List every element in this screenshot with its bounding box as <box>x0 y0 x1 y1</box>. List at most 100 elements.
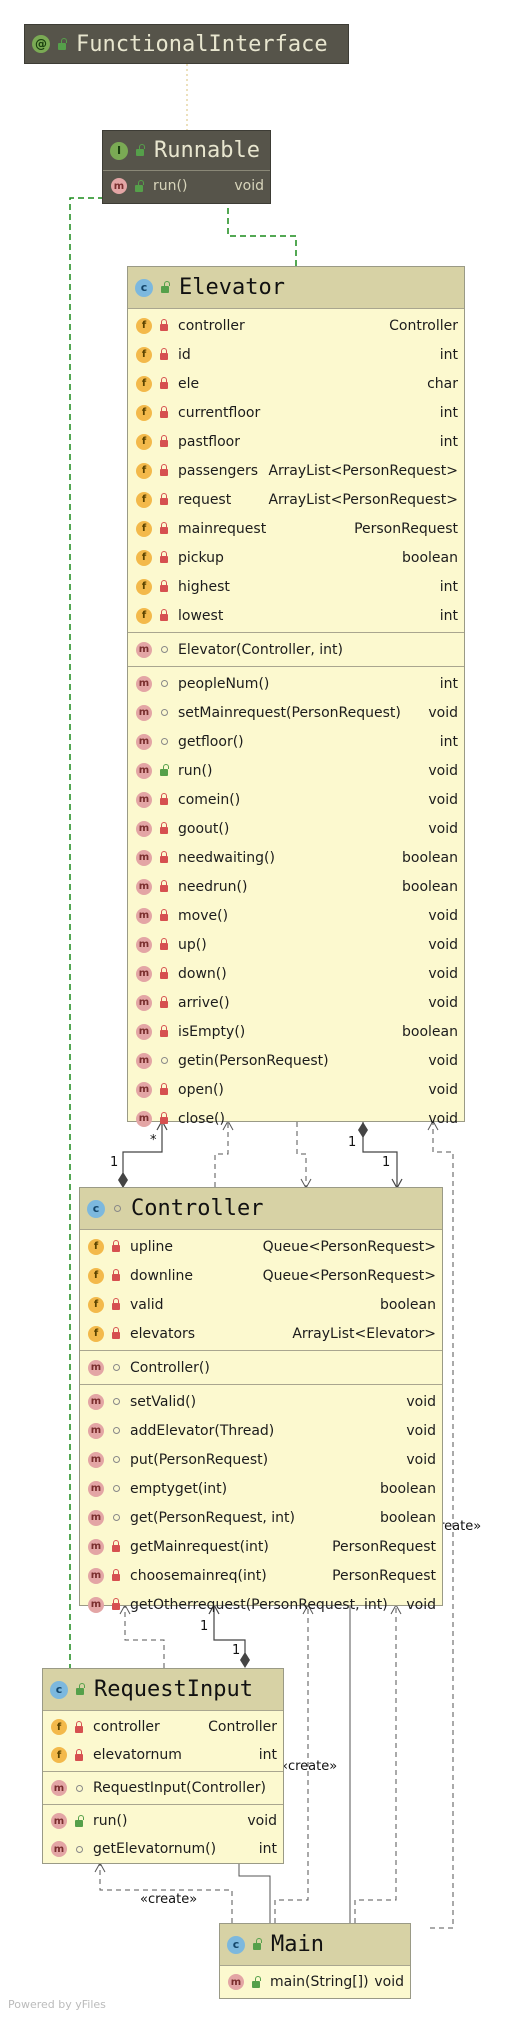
method-name: getfloor() <box>178 733 244 750</box>
field-type: int <box>439 404 458 421</box>
field-name: mainrequest <box>178 520 267 537</box>
method-icon: m <box>88 1509 104 1526</box>
class-icon: c <box>50 1680 68 1699</box>
multiplicity-one: 1 <box>232 1643 241 1658</box>
private-lock-icon <box>157 522 171 534</box>
class-functionalinterface[interactable]: @ FunctionalInterface <box>24 24 349 64</box>
class-header: c Main <box>220 1924 410 1966</box>
method-type: void <box>406 1422 436 1439</box>
field-type: int <box>439 346 458 363</box>
method-icon: m <box>88 1480 104 1497</box>
method-icon: m <box>88 1567 104 1584</box>
field-icon: f <box>136 491 152 508</box>
dependency-main-requestinput <box>238 1864 271 1923</box>
package-visibility-icon <box>110 1205 124 1212</box>
package-visibility-icon <box>72 1845 86 1853</box>
package-visibility-icon <box>109 1427 123 1434</box>
public-lock-icon <box>132 179 146 192</box>
class-main[interactable]: c Main m main(String[]) void <box>219 1923 411 1999</box>
method-icon: m <box>136 1081 152 1098</box>
method-row[interactable]: m main(String[]) void <box>220 1968 410 1996</box>
method-type: void <box>428 1052 458 1069</box>
class-runnable[interactable]: I Runnable m run() void <box>102 130 271 204</box>
class-header: c Elevator <box>128 267 464 309</box>
method-icon: m <box>136 907 152 924</box>
method-icon: m <box>136 878 152 895</box>
method-type: void <box>406 1451 436 1468</box>
field-icon: f <box>136 317 152 334</box>
method-name: goout() <box>178 820 230 837</box>
method-name: run() <box>178 762 213 779</box>
field-name: elevators <box>130 1325 196 1342</box>
field-icon: f <box>136 549 152 566</box>
class-name: FunctionalInterface <box>76 31 328 57</box>
field-type: int <box>439 578 458 595</box>
method-name: arrive() <box>178 994 230 1011</box>
class-name: Runnable <box>154 138 260 163</box>
method-type: int <box>439 675 458 692</box>
method-icon: m <box>136 762 152 779</box>
package-visibility-icon <box>72 1784 86 1792</box>
private-lock-icon <box>157 464 171 476</box>
method-name: get(PersonRequest, int) <box>130 1509 295 1526</box>
field-type: int <box>258 1747 277 1763</box>
composition-requestinput-controller <box>213 1606 246 1660</box>
method-row[interactable]: m run() void <box>103 173 270 199</box>
private-lock-icon <box>157 319 171 331</box>
method-icon: m <box>136 849 152 866</box>
method-name: isEmpty() <box>178 1023 246 1040</box>
class-name: RequestInput <box>94 1677 253 1702</box>
method-type: int <box>439 733 458 750</box>
